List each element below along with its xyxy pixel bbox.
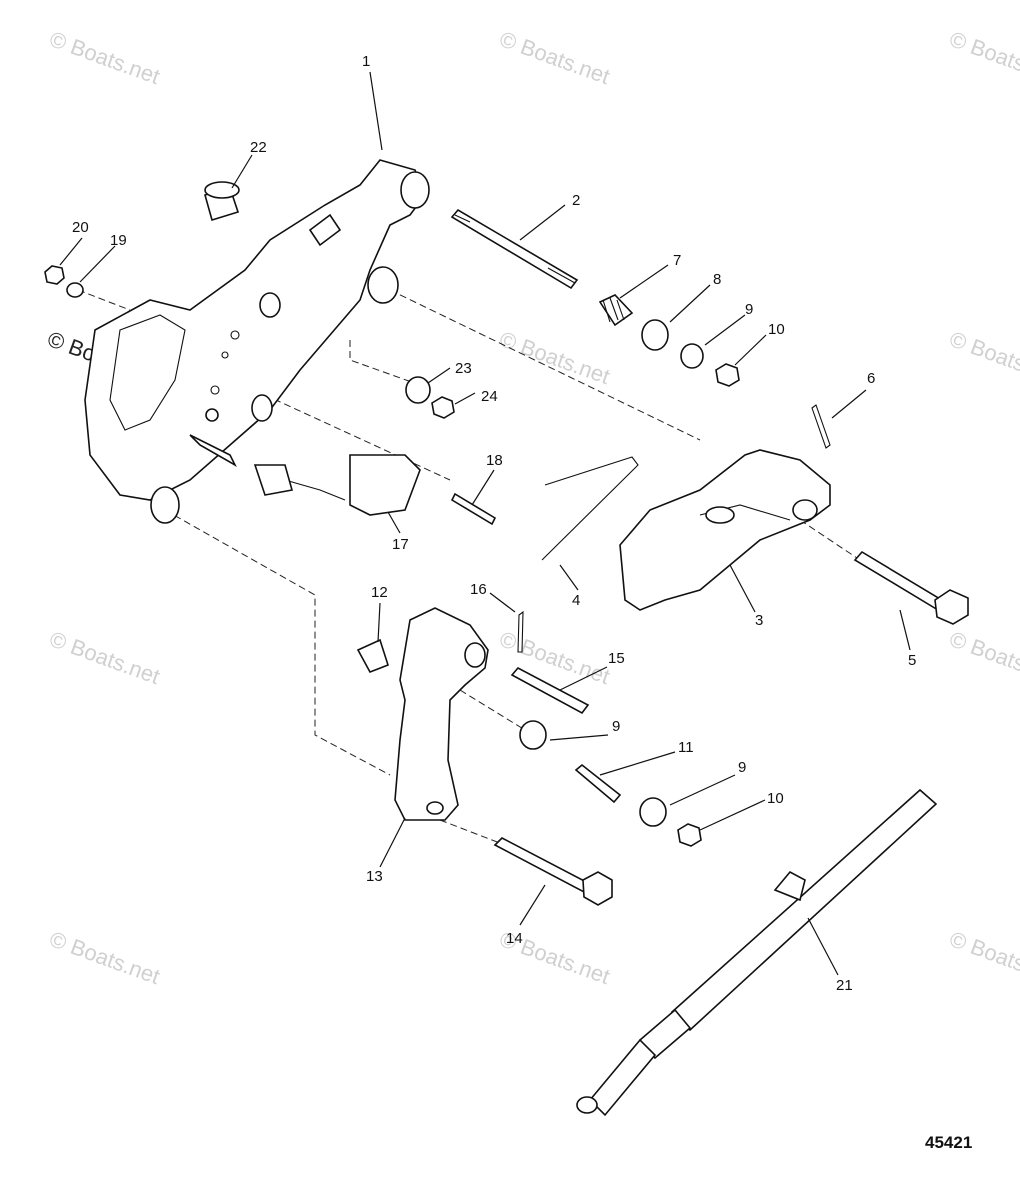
spring-part — [598, 294, 634, 327]
screw-part — [574, 763, 622, 804]
switch-part — [253, 454, 421, 516]
callout-22: 22 — [250, 139, 267, 156]
callout-3: 3 — [755, 612, 763, 629]
callout-labels: 1 2 3 4 5 6 7 8 9 10 9 11 9 10 12 13 14 … — [72, 53, 916, 994]
callout-10: 10 — [767, 790, 784, 807]
callout-9: 9 — [745, 301, 753, 318]
bolt-part — [493, 837, 613, 906]
leader-lines — [59, 71, 911, 976]
watermark-text: © Boats.net — [46, 926, 163, 989]
washer-part — [680, 343, 704, 369]
nut-part — [431, 396, 455, 419]
watermark-text: © Boats.net — [46, 26, 163, 89]
washer-part — [405, 376, 431, 404]
nut-part — [677, 823, 702, 847]
watermark-text: © Boats.net — [496, 26, 613, 89]
screw-part — [450, 492, 497, 526]
callout-1: 1 — [362, 53, 370, 70]
washer-part — [641, 319, 669, 351]
callout-6: 6 — [867, 370, 875, 387]
callout-17: 17 — [392, 536, 409, 553]
washer-part — [639, 797, 667, 827]
callout-13: 13 — [366, 868, 383, 885]
main-bracket-part — [84, 159, 430, 524]
callout-21: 21 — [836, 977, 853, 994]
watermark-text: © Boats.net — [946, 626, 1020, 689]
watermark-text: © Boats.net — [946, 926, 1020, 989]
callout-10: 10 — [768, 321, 785, 338]
watermark-text: © Boats.net — [46, 626, 163, 689]
callout-5: 5 — [908, 652, 916, 669]
callout-16: 16 — [470, 581, 487, 598]
callout-15: 15 — [608, 650, 625, 667]
watermark-text: © Boats.net — [946, 26, 1020, 89]
watermark-text: © Boats.net — [496, 326, 613, 389]
washer-part — [519, 720, 547, 750]
figure-number: 45421 — [925, 1133, 972, 1152]
callout-14: 14 — [506, 930, 523, 947]
nut-washer-part — [44, 265, 84, 298]
watermark-text: © Boats.net — [946, 326, 1020, 389]
callout-24: 24 — [481, 388, 498, 405]
rod-part — [576, 788, 938, 1117]
stud-part — [450, 208, 579, 290]
callout-2: 2 — [572, 192, 580, 209]
cotter-pin-part — [811, 404, 831, 449]
arm-part — [394, 607, 489, 821]
clip-part — [356, 638, 389, 674]
callout-4: 4 — [572, 592, 580, 609]
callout-9: 9 — [612, 718, 620, 735]
wire-part — [541, 456, 639, 561]
callout-20: 20 — [72, 219, 89, 236]
callout-7: 7 — [673, 252, 681, 269]
callout-23: 23 — [455, 360, 472, 377]
pin-part — [517, 610, 524, 653]
pin-part — [510, 666, 590, 715]
callout-12: 12 — [371, 584, 388, 601]
callout-18: 18 — [486, 452, 503, 469]
watermark-text: © Boats.net — [496, 626, 613, 689]
callout-11: 11 — [678, 739, 694, 756]
callout-8: 8 — [713, 271, 721, 288]
nut-part — [715, 363, 740, 387]
bolt-part — [853, 550, 969, 625]
callout-9: 9 — [738, 759, 746, 776]
bushing-part — [204, 181, 240, 222]
callout-19: 19 — [110, 232, 127, 249]
bracket-part — [619, 449, 831, 611]
